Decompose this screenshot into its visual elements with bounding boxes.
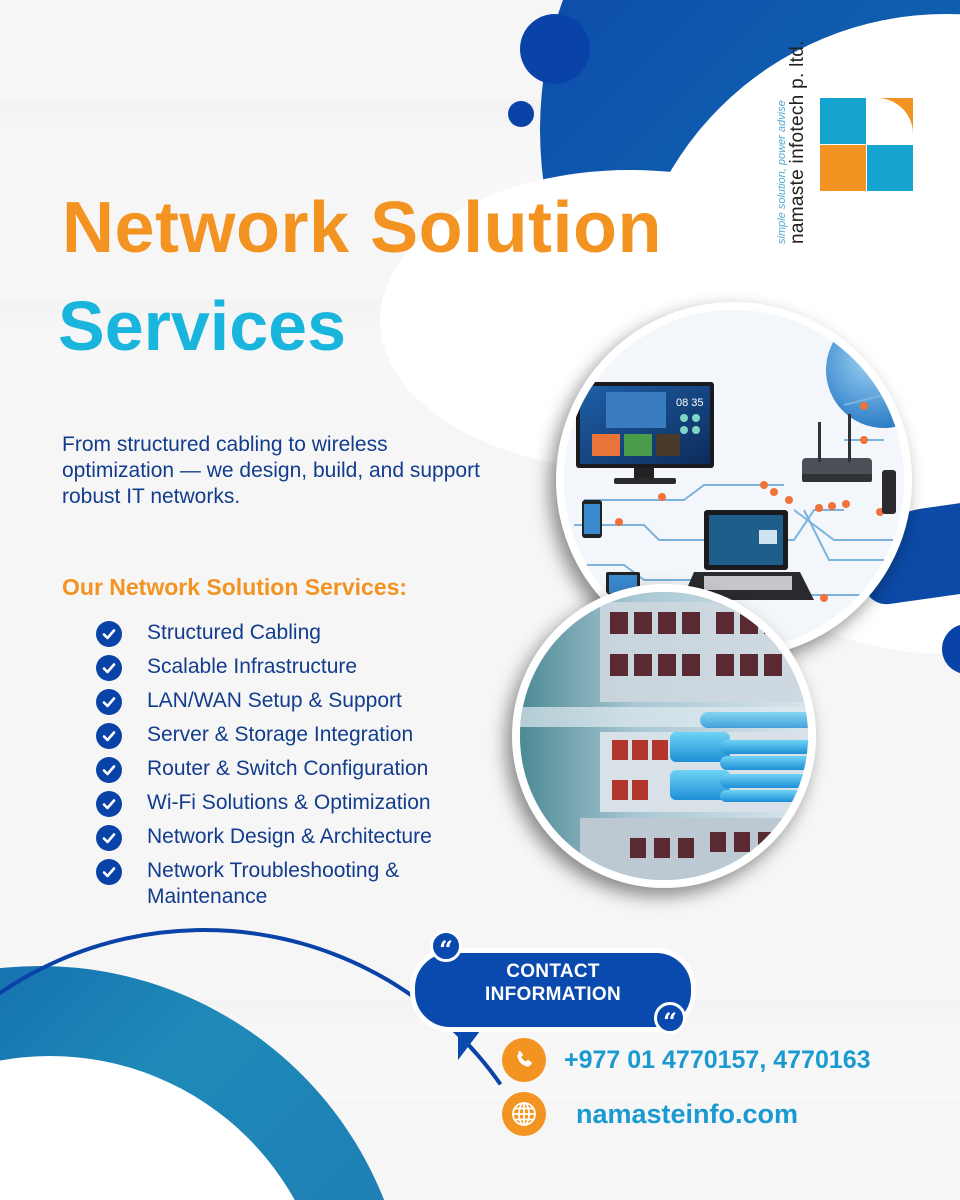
phone-icon (502, 1038, 546, 1082)
decorative-dot-large (520, 14, 590, 84)
page-title-line2: Services (58, 287, 347, 365)
logo-company-name: namaste infotech p. ltd. (787, 40, 808, 244)
check-circle-icon (96, 655, 122, 681)
check-circle-icon (96, 757, 122, 783)
service-label: Server & Storage Integration (147, 723, 414, 746)
list-item: Structured Cabling (96, 620, 477, 654)
website-link[interactable]: namasteinfo.com (576, 1098, 799, 1129)
list-item: LAN/WAN Setup & Support (96, 688, 477, 722)
decorative-side-dot (942, 624, 960, 674)
quote-close-icon: “ (654, 1002, 686, 1036)
service-label: Scalable Infrastructure (147, 655, 358, 678)
list-item: Router & Switch Configuration (96, 756, 477, 790)
check-circle-icon (96, 859, 122, 885)
list-item: Scalable Infrastructure (96, 654, 477, 688)
logo-square-blue-top (820, 98, 866, 144)
services-list: Structured Cabling Scalable Infrastructu… (96, 620, 477, 918)
quote-open-icon: “ (430, 930, 462, 964)
service-label: LAN/WAN Setup & Support (147, 689, 402, 712)
phone-number[interactable]: +977 01 4770157, 4770163 (564, 1045, 871, 1074)
logo-quarter-arc-icon (867, 98, 913, 134)
list-item: Network Troubleshooting & Maintenance (96, 858, 477, 918)
ethernet-switch-illustration (520, 592, 808, 880)
service-label: Network Design & Architecture (147, 825, 432, 848)
logo-square-blue-bottom (867, 145, 913, 191)
service-label: Router & Switch Configuration (147, 757, 429, 780)
logo-square-orange (820, 145, 866, 191)
check-circle-icon (96, 791, 122, 817)
service-label: Wi-Fi Solutions & Optimization (147, 791, 431, 814)
bubble-body (410, 948, 696, 1032)
check-circle-icon (96, 825, 122, 851)
check-circle-icon (96, 621, 122, 647)
page-title-line1: Network Solution (62, 188, 662, 268)
contact-heading-line2: INFORMATION (485, 984, 621, 1005)
contact-website: namasteinfo.com (502, 1092, 798, 1136)
contact-phone: +977 01 4770157, 4770163 (502, 1038, 871, 1082)
logo-square-corner (867, 98, 913, 144)
svg-text:08 35: 08 35 (676, 397, 704, 409)
check-circle-icon (96, 723, 122, 749)
list-item: Wi-Fi Solutions & Optimization (96, 790, 477, 824)
service-label: Structured Cabling (147, 621, 321, 644)
list-item: Server & Storage Integration (96, 722, 477, 756)
decorative-dot-small (508, 101, 534, 127)
server-rack-image (512, 584, 816, 888)
intro-text: From structured cabling to wireless opti… (62, 433, 480, 508)
contact-heading-line1: CONTACT (506, 961, 600, 982)
logo-text: simple solution, power advise namaste in… (776, 40, 808, 244)
globe-icon (502, 1092, 546, 1136)
services-heading: Our Network Solution Services: (62, 574, 408, 600)
check-circle-icon (96, 689, 122, 715)
contact-heading: CONTACT INFORMATION (410, 960, 696, 1006)
service-label: Network Troubleshooting & Maintenance (147, 859, 400, 908)
list-item: Network Design & Architecture (96, 824, 477, 858)
